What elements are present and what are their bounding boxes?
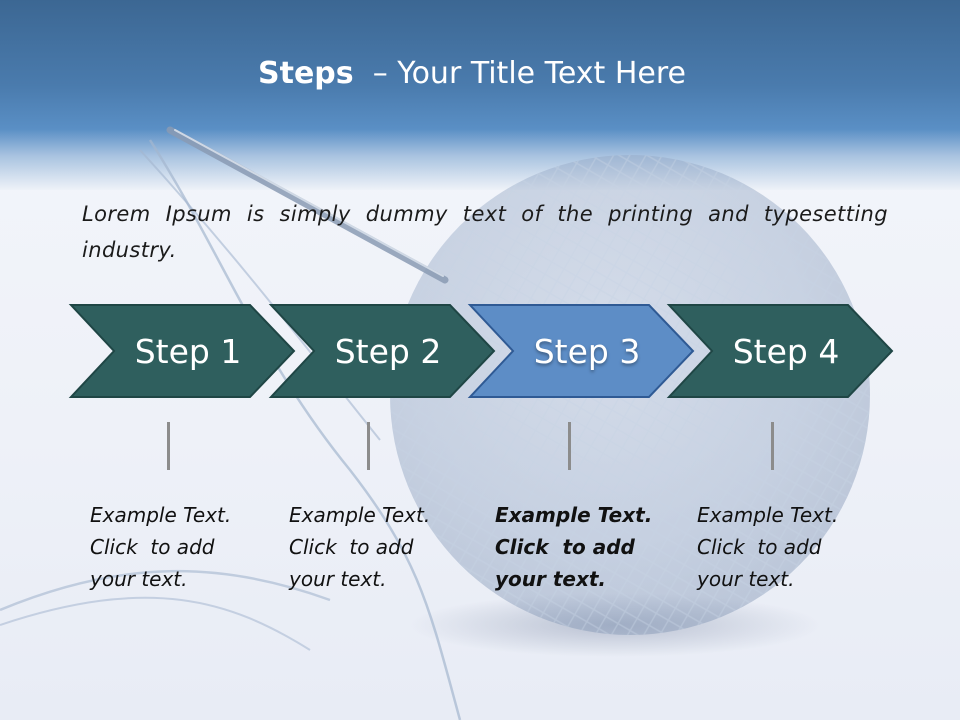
title-bold: Steps xyxy=(258,56,354,91)
intro-text: Lorem Ipsum is simply dummy text of the … xyxy=(82,202,888,262)
step-text-line: your text. xyxy=(495,567,607,591)
step-text-line: Example Text. xyxy=(289,503,431,527)
page-title: Steps – Your Title Text Here xyxy=(0,52,944,96)
step-4-chevron: Step 4 xyxy=(666,304,894,398)
chevron-polygon xyxy=(68,304,296,398)
step-label: Step 3 xyxy=(533,331,641,371)
step-text-line: Example Text. xyxy=(697,503,839,527)
step-text-line: Click to add xyxy=(495,535,635,559)
step-text-line: your text. xyxy=(90,567,188,591)
step-1-connector xyxy=(167,422,170,470)
step-1-chevron: Step 1 xyxy=(68,304,296,398)
step-3-chevron: Step 3 xyxy=(467,304,695,398)
yarn-strand xyxy=(148,139,462,720)
step-text-line: Example Text. xyxy=(90,503,232,527)
chevron-shape xyxy=(467,304,695,398)
step-3-text[interactable]: Example Text. Click to add your text. xyxy=(495,499,670,595)
chevron-polygon xyxy=(666,304,894,398)
step-text-line: your text. xyxy=(697,567,795,591)
chevron-shape xyxy=(666,304,894,398)
step-1-text[interactable]: Example Text. Click to add your text. xyxy=(90,499,265,595)
step-text-line: Click to add xyxy=(90,535,215,559)
chevron-shape xyxy=(268,304,496,398)
step-4-connector xyxy=(771,422,774,470)
step-2-chevron: Step 2 xyxy=(268,304,496,398)
knitting-needle-highlight xyxy=(174,129,444,277)
chevron-polygon xyxy=(268,304,496,398)
step-label: Step 2 xyxy=(334,331,442,371)
chevron-shape xyxy=(68,304,296,398)
step-2-connector xyxy=(367,422,370,470)
step-2-text[interactable]: Example Text. Click to add your text. xyxy=(289,499,464,595)
step-label: Step 1 xyxy=(134,331,242,371)
step-text-line: Click to add xyxy=(289,535,414,559)
knitting-needle xyxy=(166,126,449,284)
step-text-line: your text. xyxy=(289,567,387,591)
yarn-strand xyxy=(0,596,311,651)
step-3-connector xyxy=(568,422,571,470)
step-text-line: Example Text. xyxy=(495,503,653,527)
chevron-polygon xyxy=(467,304,695,398)
step-label: Step 4 xyxy=(732,331,840,371)
title-rest: – Your Title Text Here xyxy=(353,56,686,91)
yarn-strand xyxy=(139,149,381,441)
step-text-line: Click to add xyxy=(697,535,822,559)
step-4-text[interactable]: Example Text. Click to add your text. xyxy=(697,499,872,595)
yarn-strand xyxy=(0,569,331,612)
